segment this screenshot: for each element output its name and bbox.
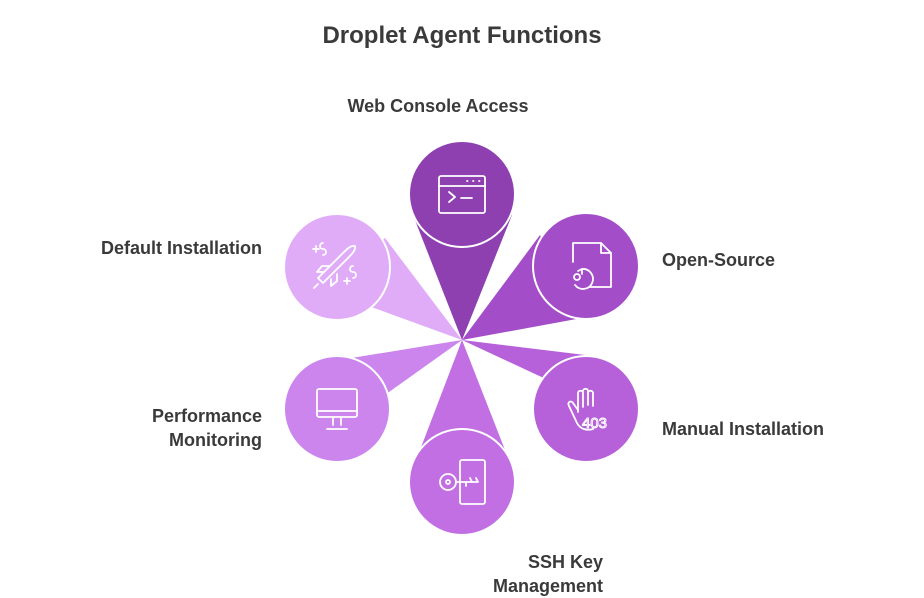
label-ssh-key-management: SSH Key Management xyxy=(492,552,603,596)
petal-web-console xyxy=(408,140,516,248)
petal-ssh-key xyxy=(408,428,516,536)
key-door-icon xyxy=(439,459,486,505)
label-default-installation: Default Installation xyxy=(100,238,262,258)
terminal-window-icon xyxy=(438,175,486,214)
label-open-source: Open-Source xyxy=(662,250,776,270)
open-source-document-icon xyxy=(572,242,612,290)
wedge-web-console xyxy=(413,215,512,340)
petal-open-source xyxy=(532,212,640,320)
petal-manual-installation: 403 xyxy=(532,355,640,463)
label-manual-installation: Manual Installation xyxy=(662,419,825,439)
rocket-icon xyxy=(312,242,357,289)
svg-text:403: 403 xyxy=(582,415,607,432)
monitor-icon xyxy=(316,388,358,430)
label-web-console-access: Web Console Access xyxy=(347,96,529,116)
wedge-ssh-key xyxy=(420,340,505,450)
petal-performance-monitoring xyxy=(283,355,391,463)
hand-403-icon: 403 xyxy=(567,387,608,433)
label-performance-monitoring: Performance Monitoring xyxy=(151,406,262,450)
diagram-title: Droplet Agent Functions xyxy=(322,22,602,49)
petal-default-installation xyxy=(283,213,391,321)
